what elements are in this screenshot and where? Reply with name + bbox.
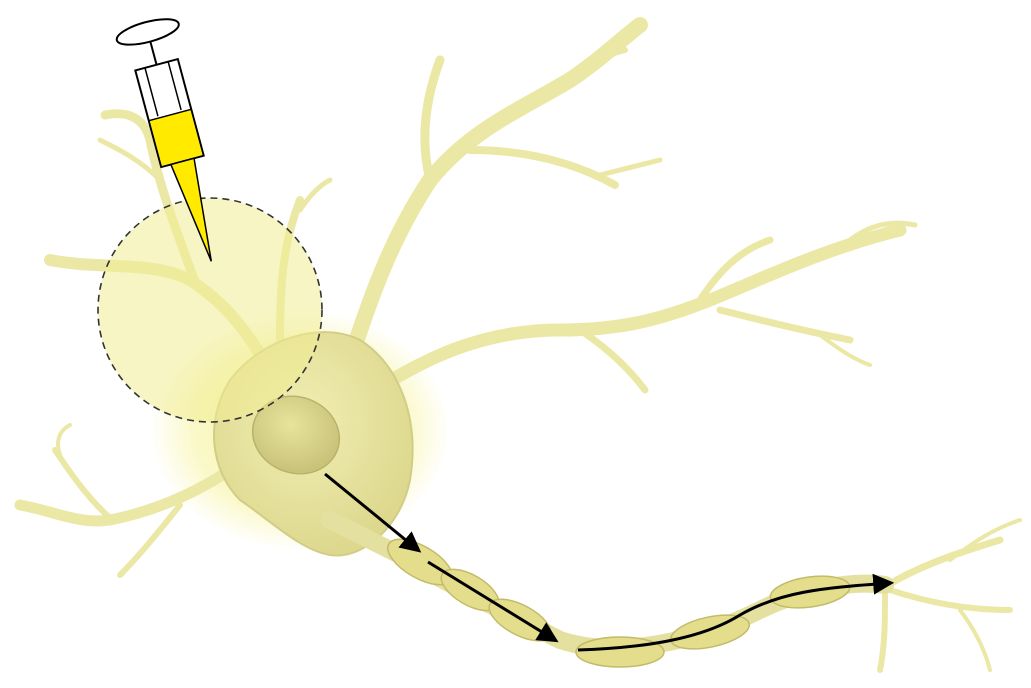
arrow-axon-segment [428,562,555,640]
injection-zone [98,198,322,422]
